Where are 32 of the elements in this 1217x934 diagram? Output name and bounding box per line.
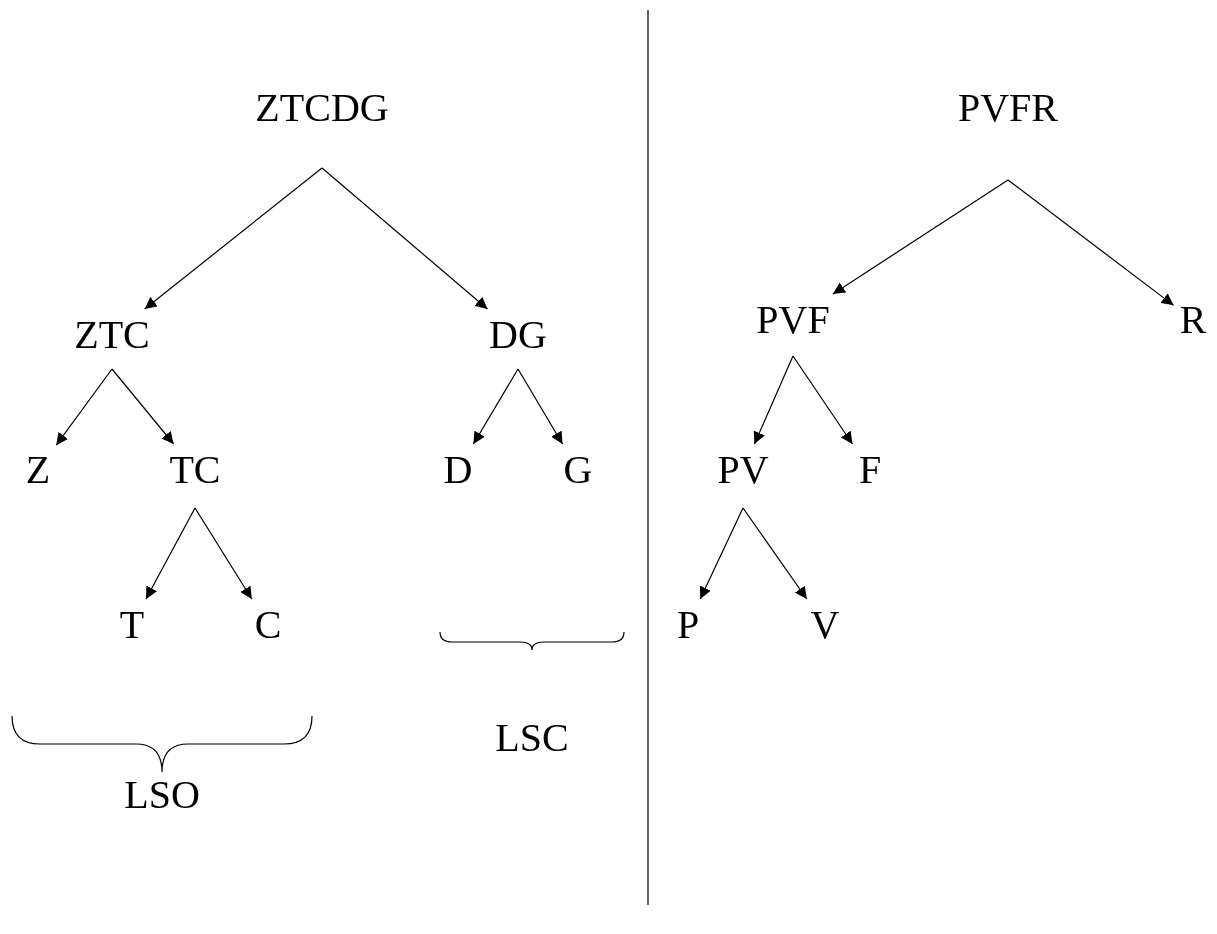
- arrow: [321, 167, 489, 310]
- arrow: [699, 507, 744, 600]
- tree-node-label: ZTC: [74, 315, 150, 355]
- bracket-label: LSO: [124, 775, 200, 815]
- tree-node-label: PVF: [756, 300, 830, 340]
- tree-node-label: DG: [489, 315, 547, 355]
- arrow: [753, 355, 794, 445]
- tree-node-label: T: [119, 605, 145, 645]
- tree-node-label: TC: [169, 450, 221, 490]
- tree-node-label: PVFR: [957, 88, 1059, 128]
- arrow: [472, 368, 519, 445]
- tree-node-label: PV: [717, 450, 769, 490]
- arrow: [832, 179, 1009, 295]
- tree-node-label: Z: [25, 450, 51, 490]
- arrow: [55, 368, 113, 446]
- tree-node-label: ZTCDG: [255, 88, 389, 128]
- tree-node-label: P: [676, 605, 700, 645]
- tree-node-label: G: [563, 450, 593, 490]
- tree-node-label: R: [1179, 300, 1207, 340]
- arrow: [111, 368, 175, 445]
- tree-node-label: C: [254, 605, 282, 645]
- arrow: [1007, 179, 1175, 306]
- arrow: [792, 355, 854, 445]
- arrow: [194, 507, 253, 600]
- tree-node-label: D: [443, 450, 473, 490]
- arrow: [742, 507, 808, 600]
- tree-node-label: F: [858, 450, 882, 490]
- bracket-label: LSC: [495, 718, 569, 758]
- arrow: [517, 368, 564, 445]
- tree-node-label: V: [810, 605, 840, 645]
- arrow: [145, 507, 196, 600]
- arrow: [144, 167, 323, 310]
